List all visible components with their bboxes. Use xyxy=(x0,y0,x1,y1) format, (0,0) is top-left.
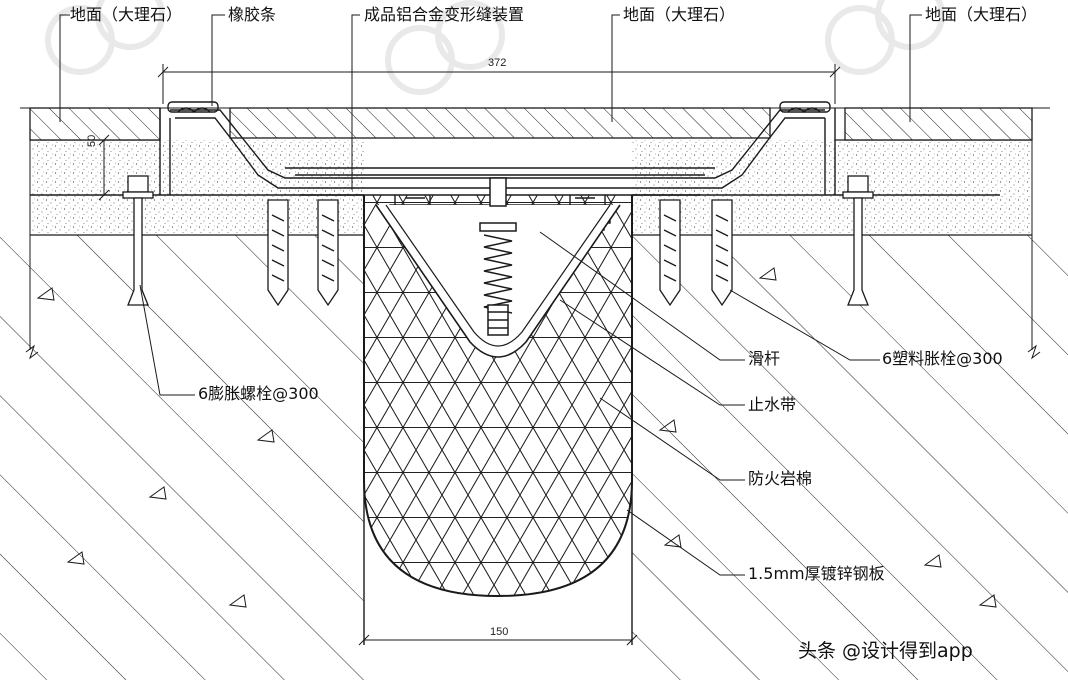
label-plastic-anchor: 6塑料胀栓@300 xyxy=(882,349,1003,368)
dimension-lines xyxy=(20,64,1050,646)
concrete-aggregate-marks xyxy=(36,267,997,608)
concrete-slab-left xyxy=(0,195,365,680)
waterstop-band xyxy=(375,204,621,358)
label-rubber-strip: 橡胶条 xyxy=(228,5,277,24)
cover-plate-marble xyxy=(229,107,771,139)
plastic-anchors xyxy=(267,199,733,307)
concrete-slab-right xyxy=(631,195,1068,680)
label-marble-right: 地面（大理石） xyxy=(925,5,1038,24)
label-steel-plate: 1.5mm厚镀锌钢板 xyxy=(748,564,885,583)
label-marble-mid: 地面（大理石） xyxy=(623,5,736,24)
watermark-text: 头条 @设计得到app xyxy=(798,640,973,662)
label-waterstop: 止水带 xyxy=(748,395,797,414)
dimension-top-width: 372 xyxy=(488,57,507,69)
label-fire-wool: 防火岩棉 xyxy=(748,469,813,488)
marble-floor-right xyxy=(844,107,1033,141)
expansion-bolts xyxy=(122,175,874,306)
label-marble-left: 地面（大理石） xyxy=(70,5,183,24)
slide-bar-spring xyxy=(479,177,517,336)
label-expansion-bolt: 6膨胀螺栓@300 xyxy=(198,384,319,403)
label-aluminium-device: 成品铝合金变形缝装置 xyxy=(364,5,525,24)
label-slide-bar: 滑杆 xyxy=(748,349,781,368)
mortar-layer-right xyxy=(632,139,1032,236)
dimension-bottom-width: 150 xyxy=(490,626,509,638)
dimension-layer-height: 50 xyxy=(86,134,98,147)
leader-lines xyxy=(59,14,922,576)
